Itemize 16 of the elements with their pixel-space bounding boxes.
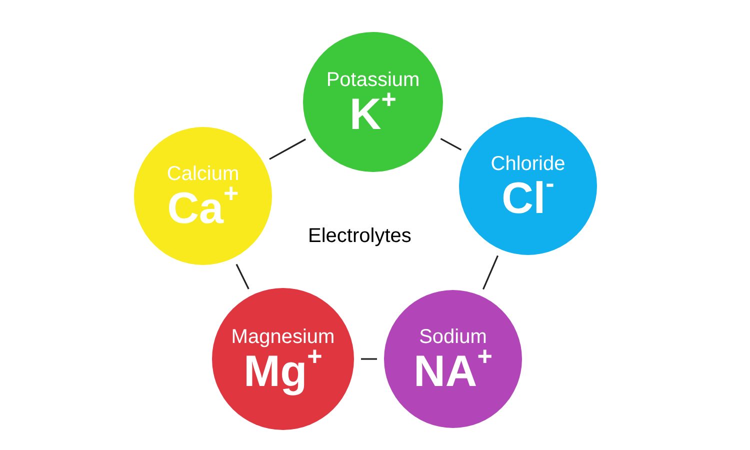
element-name: Sodium <box>419 324 487 350</box>
ion-symbol: Mg$^{+}$ <box>244 350 322 394</box>
element-name: Magnesium <box>231 324 335 350</box>
ion-symbol: K$^{+}$ <box>350 92 396 136</box>
connector-line <box>361 358 377 360</box>
ion-symbol: Cl$^{-}$ <box>502 176 554 220</box>
ion-symbol: Ca$^{+}$ <box>167 186 239 230</box>
connector-line <box>482 255 498 290</box>
element-name: Potassium <box>326 68 420 92</box>
ion-symbol: NA$^{+}$ <box>414 350 492 394</box>
element-name: Chloride <box>490 152 566 176</box>
connector-line <box>440 138 462 150</box>
connector-line <box>269 138 306 160</box>
connector-line <box>236 264 250 290</box>
center-title: Electrolytes <box>308 224 412 249</box>
element-name: Calcium <box>166 162 240 186</box>
